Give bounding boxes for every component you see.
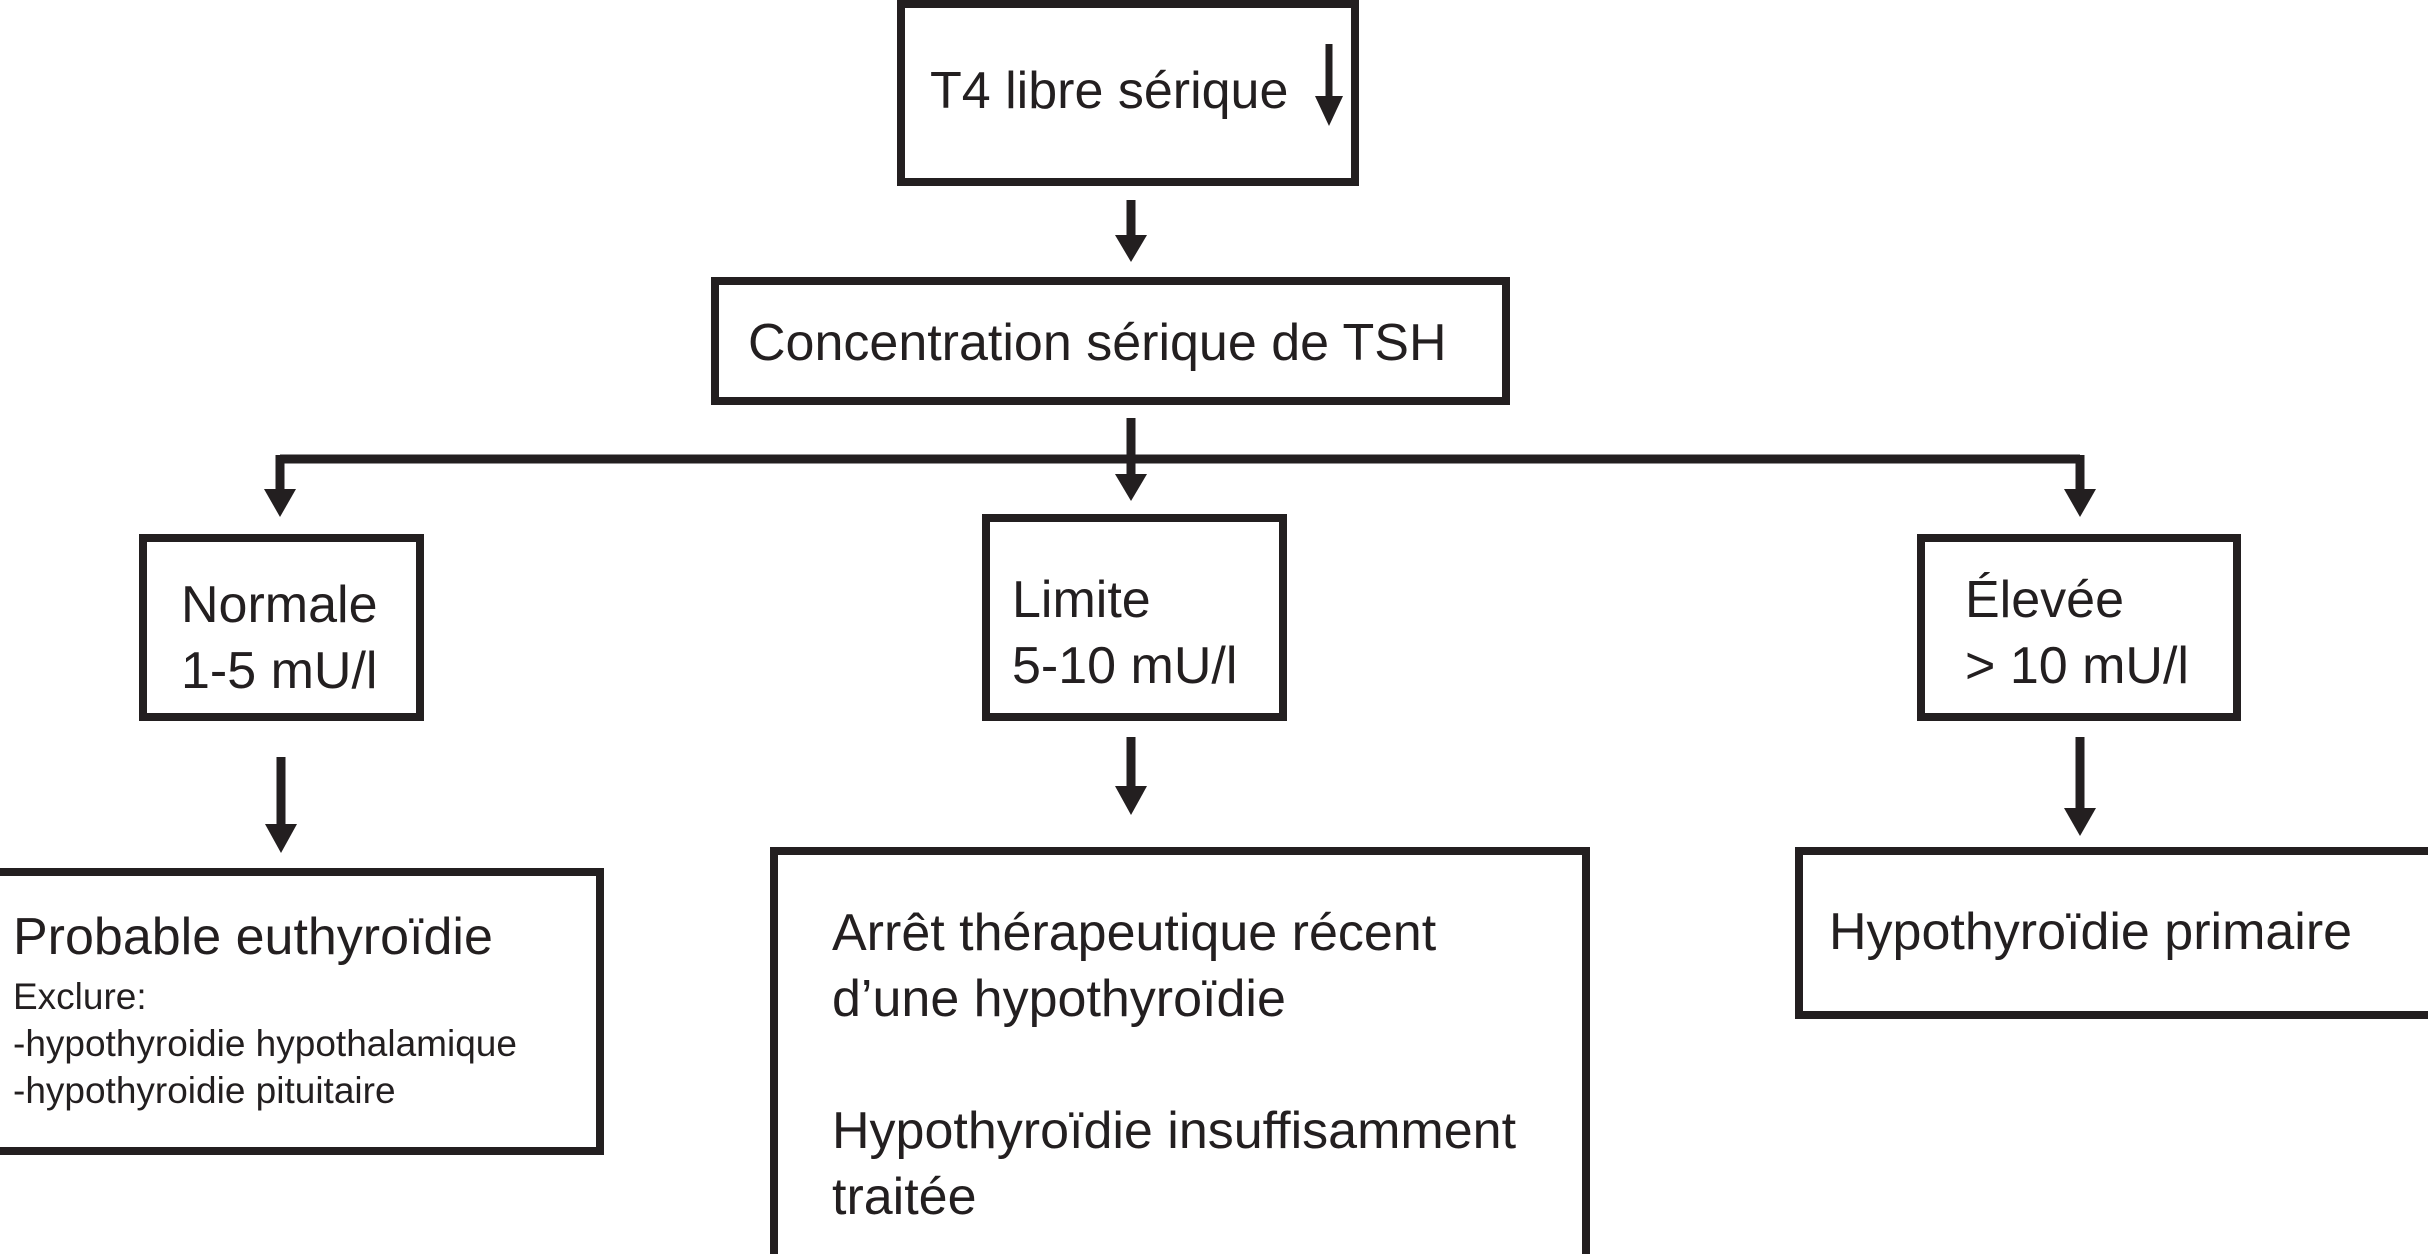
node-tsh-label: Concentration sérique de TSH <box>748 314 1447 372</box>
node-t4: T4 libre sérique <box>897 0 1359 186</box>
result-limit-line4: traitée <box>832 1168 977 1226</box>
node-high: Élevée > 10 mU/l <box>1917 534 2241 721</box>
arrowhead-to-high <box>2064 489 2096 517</box>
arrowhead-tsh-to-limit <box>1115 474 1147 501</box>
node-high-line2: > 10 mU/l <box>1965 637 2189 695</box>
node-normal: Normale 1-5 mU/l <box>139 534 424 721</box>
node-limit-line1: Limite <box>1012 571 1151 629</box>
arrowhead-normal-to-result <box>265 824 297 853</box>
result-limit-line1: Arrêt thérapeutique récent <box>832 904 1437 962</box>
node-limit-line2: 5-10 mU/l <box>1012 637 1238 695</box>
node-result-high: Hypothyroïdie primaire <box>1795 847 2428 1019</box>
node-limit: Limite 5-10 mU/l <box>982 514 1287 721</box>
node-result-limit: Arrêt thérapeutique récent d’une hypothy… <box>770 847 1590 1254</box>
arrow-down-icon <box>1315 44 1343 126</box>
result-high-label: Hypothyroïdie primaire <box>1829 903 2353 961</box>
node-normal-line2: 1-5 mU/l <box>181 642 378 700</box>
result-normal-line1: Exclure: <box>13 976 147 1017</box>
result-normal-title: Probable euthyroïdie <box>13 908 493 966</box>
node-result-normal: Probable euthyroïdie Exclure: -hypothyro… <box>0 868 604 1155</box>
result-limit-line3: Hypothyroïdie insuffisamment <box>832 1102 1517 1160</box>
node-t4-label: T4 libre sérique <box>930 62 1289 120</box>
result-limit-line2: d’une hypothyroïdie <box>832 970 1286 1028</box>
arrowhead-high-to-result <box>2064 808 2096 836</box>
result-normal-line3: -hypothyroidie pituitaire <box>13 1070 396 1111</box>
node-high-line1: Élevée <box>1965 571 2124 629</box>
arrowhead-to-normal <box>264 489 296 517</box>
result-normal-line2: -hypothyroidie hypothalamique <box>13 1023 517 1064</box>
arrowhead-limit-to-result <box>1115 786 1147 815</box>
arrowhead-root-to-tsh <box>1115 235 1147 262</box>
node-normal-line1: Normale <box>181 576 378 634</box>
node-tsh: Concentration sérique de TSH <box>711 277 1510 405</box>
